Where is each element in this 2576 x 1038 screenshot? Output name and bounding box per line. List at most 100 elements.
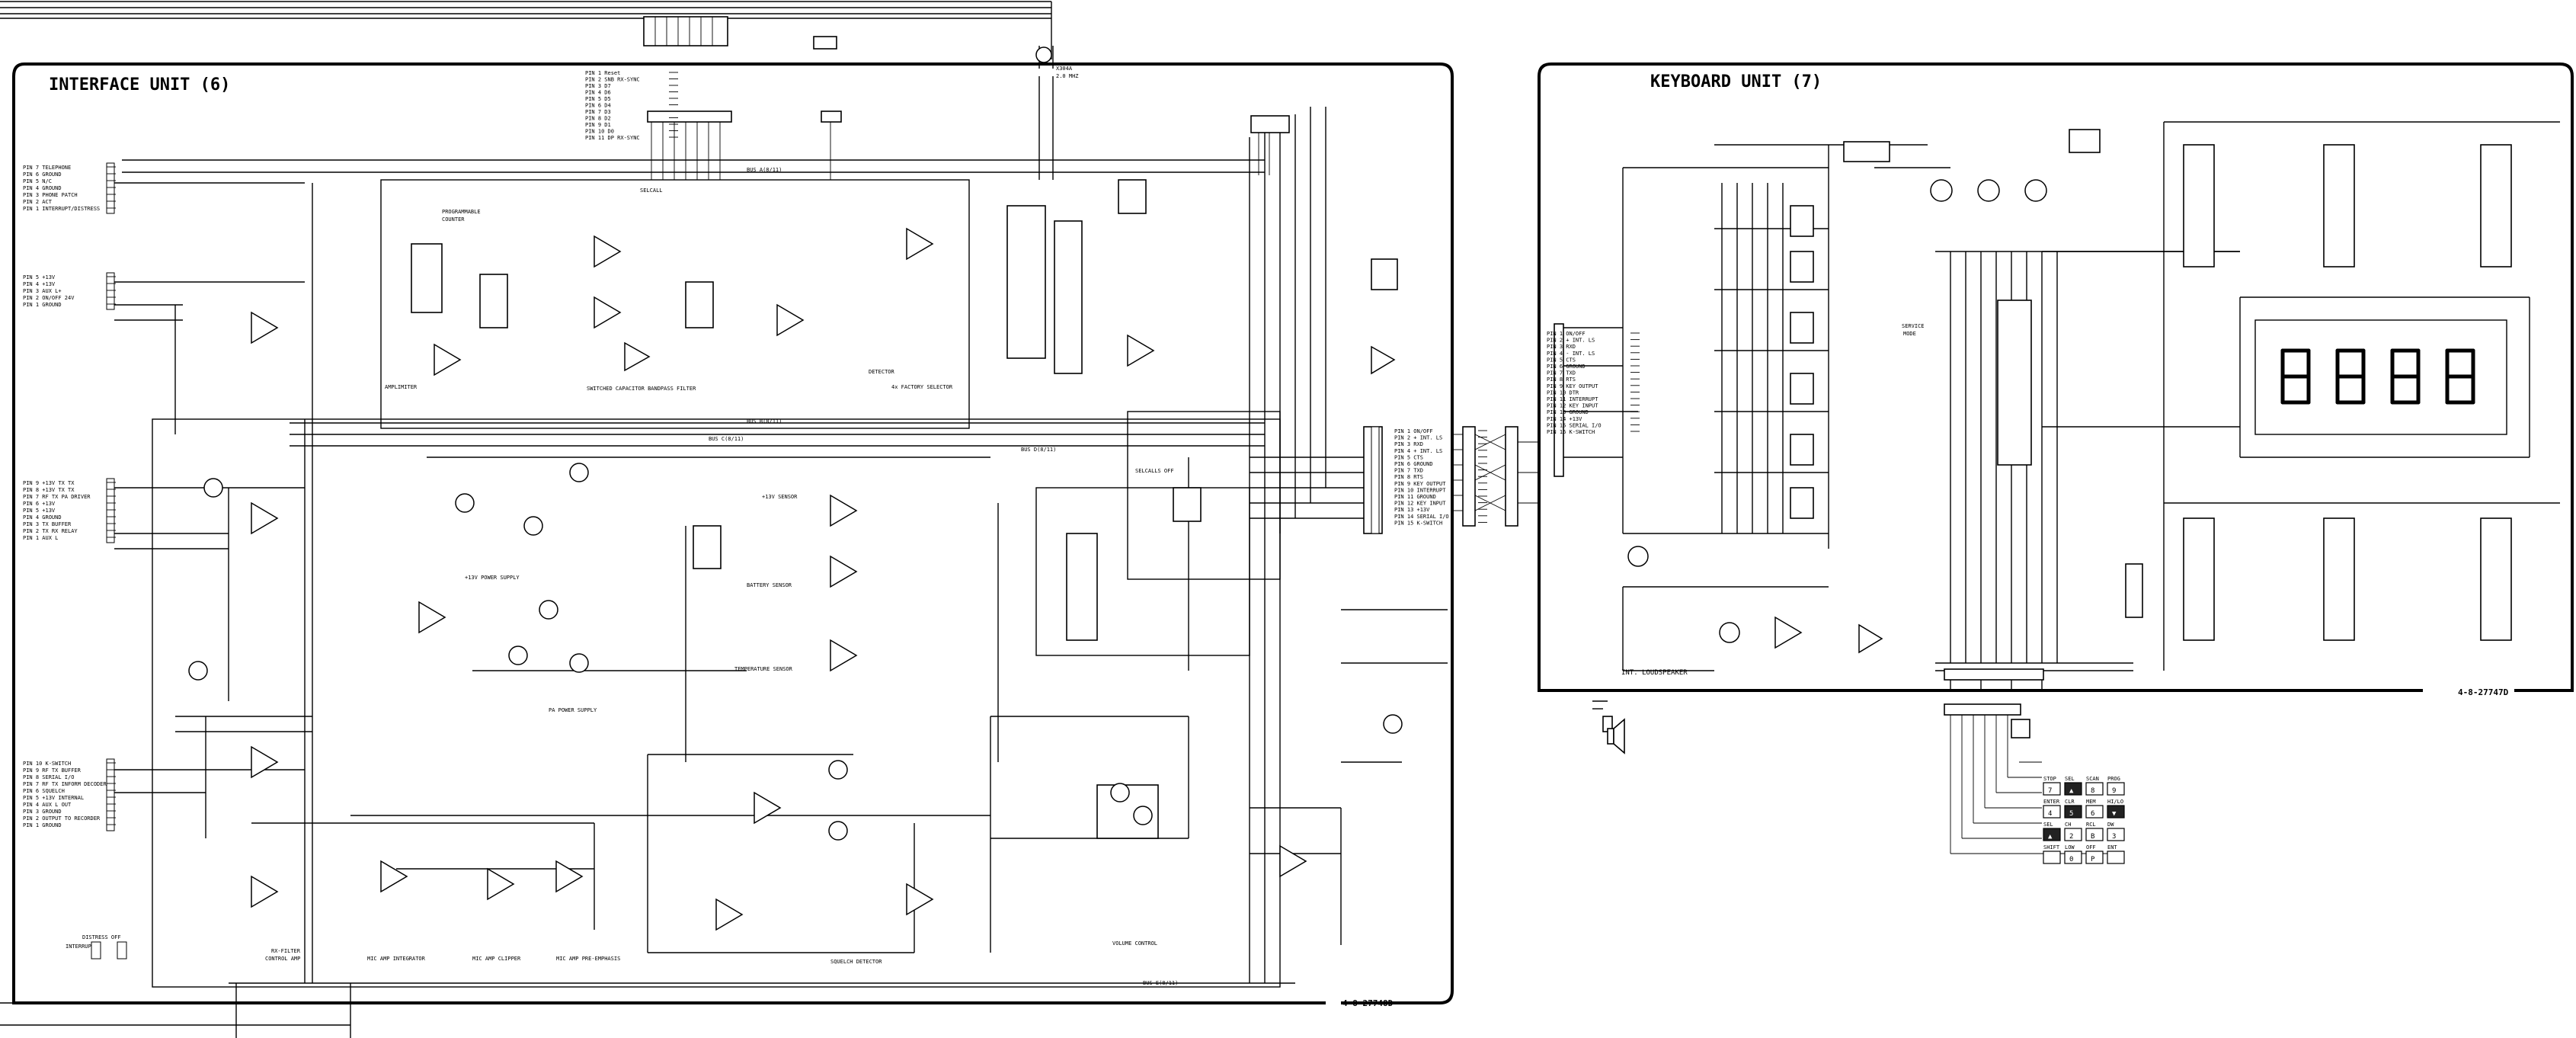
keypad-key-face bbox=[2107, 828, 2125, 841]
keyboard-active-group bbox=[1627, 179, 2047, 654]
interface-drawing-number: 4-8-27748D bbox=[1342, 998, 1394, 1008]
keypad-key-main-label: 7 bbox=[2048, 787, 2052, 795]
right-conn-pin-4: PIN 4 + INT. LS bbox=[1394, 448, 1442, 454]
mcu-ic bbox=[1006, 205, 1046, 359]
tx-pin-3: PIN 7 RF TX PA DRIVER bbox=[23, 494, 91, 500]
display-digit-2 bbox=[2335, 348, 2366, 405]
distress-switch bbox=[91, 941, 101, 960]
keyboard-conn-pin-8: PIN 8 RTS bbox=[1547, 376, 1576, 383]
keypad-key-main-label: ▼ bbox=[2112, 810, 2117, 818]
telephone-pin-4: PIN 4 GROUND bbox=[23, 185, 62, 191]
keypad-key-top-label: SCAN bbox=[2086, 776, 2099, 782]
recorder-pin-3: PIN 8 SERIAL I/O bbox=[23, 774, 74, 780]
mcu-pin-4: PIN 4 D6 bbox=[585, 90, 611, 96]
display-digit-group bbox=[2280, 348, 2475, 405]
service-mode-1: SERVICE bbox=[1902, 323, 1925, 329]
tx-pin-1: PIN 9 +13V TX TX bbox=[23, 480, 75, 486]
recorder-pin-2: PIN 9 RF TX BUFFER bbox=[23, 767, 82, 774]
right-conn-pin-2: PIN 2 + INT. LS bbox=[1394, 435, 1442, 441]
keypad-key-face bbox=[2085, 805, 2104, 819]
block-amplimiter: AMPLIMITER bbox=[385, 384, 418, 390]
right-conn-pin-1: PIN 1 ON/OFF bbox=[1394, 428, 1433, 434]
decoder-ic bbox=[1054, 220, 1083, 374]
keypad-key-main-label: 8 bbox=[2091, 787, 2094, 795]
keyboard-conn-pin-11: PIN 11 INTERRUPT bbox=[1547, 396, 1598, 402]
keypad-key-face bbox=[2064, 851, 2082, 864]
keypad-key-top-label: ENT bbox=[2107, 844, 2117, 851]
tx-pin-6: PIN 4 GROUND bbox=[23, 514, 62, 521]
tx-pin-4: PIN 6 +13V bbox=[23, 501, 56, 507]
keyboard-conn-pin-7: PIN 7 TXD bbox=[1547, 370, 1576, 376]
keypad-key-top-label: OFF bbox=[2086, 844, 2096, 851]
keypad-wiring bbox=[1944, 703, 2110, 854]
block-selcall: SELCALL bbox=[640, 187, 663, 194]
keypad-key: SCAN 8 bbox=[2085, 776, 2104, 796]
recorder-pin-4: PIN 7 RF TX INFORM DECODER bbox=[23, 781, 107, 787]
mcu-pin-1: PIN 1 Reset bbox=[585, 70, 620, 76]
recorder-pin-10: PIN 1 GROUND bbox=[23, 822, 62, 828]
display-driver-1 bbox=[2183, 144, 2215, 268]
keypad-key-main-label: 2 bbox=[2069, 833, 2073, 841]
block-rx-filter-1: RX-FILTER bbox=[271, 948, 301, 954]
crystal-label-2: 2.0 MHZ bbox=[1056, 73, 1079, 79]
bus-label-d: BUS D(8/11) bbox=[1021, 447, 1056, 453]
keypad-key: CLR 5 bbox=[2064, 799, 2082, 819]
block-pa-power: PA POWER SUPPLY bbox=[549, 707, 597, 713]
power-pin-4: PIN 2 ON/OFF 24V bbox=[23, 295, 75, 301]
right-conn-pin-13: PIN 13 +13V bbox=[1394, 507, 1430, 513]
block-mic-integrator: MIC AMP INTEGRATOR bbox=[367, 956, 426, 962]
keypad-key-top-label: DW bbox=[2107, 822, 2114, 828]
keypad-key-face bbox=[2085, 782, 2104, 796]
keypad-key: CH 2 bbox=[2064, 822, 2082, 841]
tx-pin-9: PIN 1 AUX L bbox=[23, 535, 58, 541]
telephone-pin-5: PIN 3 PHONE PATCH bbox=[23, 192, 78, 198]
keyboard-conn-pin-12: PIN 12 KEY INPUT bbox=[1547, 403, 1598, 409]
keypad-key-face bbox=[2085, 851, 2104, 864]
block-power-13v: +13V POWER SUPPLY bbox=[465, 575, 520, 581]
keypad-key-main-label: 4 bbox=[2048, 810, 2052, 818]
keypad-key-face bbox=[2107, 782, 2125, 796]
keypad-key-main-label: B bbox=[2091, 833, 2094, 841]
keyboard-unit-panel bbox=[1538, 62, 2574, 692]
telephone-pin-2: PIN 6 GROUND bbox=[23, 171, 62, 178]
telephone-pin-6: PIN 2 ACT bbox=[23, 199, 53, 205]
keypad-key-face bbox=[2043, 851, 2061, 864]
bus-label-e: BUS E(8/11) bbox=[1143, 980, 1178, 986]
tx-pin-7: PIN 3 TX BUFFER bbox=[23, 521, 72, 527]
service-mode-2: MODE bbox=[1903, 331, 1916, 337]
display-driver-3 bbox=[2480, 144, 2512, 268]
counter-ic-2 bbox=[479, 274, 508, 328]
interface-wiring bbox=[0, 46, 1448, 1038]
right-conn-pin-6: PIN 6 GROUND bbox=[1394, 461, 1433, 467]
keypad-key-top-label: CH bbox=[2065, 822, 2071, 828]
display-driver-6 bbox=[2480, 517, 2512, 641]
display-digit-3 bbox=[2390, 348, 2421, 405]
keypad-key-top-label: MEM bbox=[2086, 799, 2096, 805]
keypad-key-main-label: 5 bbox=[2069, 810, 2073, 818]
relay-ic bbox=[1371, 258, 1398, 290]
recorder-pin-8: PIN 3 GROUND bbox=[23, 809, 62, 815]
bus-label-a: BUS A(8/11) bbox=[747, 167, 782, 173]
keyboard-bottom-header bbox=[1944, 668, 2044, 681]
keypad-key-top-label: CLR bbox=[2065, 799, 2075, 805]
right-conn-pin-5: PIN 5 CTS bbox=[1394, 454, 1423, 460]
keypad-key: DW3 bbox=[2107, 822, 2125, 841]
filter-ic bbox=[685, 281, 714, 328]
keypad-key-top-label: ENTER bbox=[2043, 799, 2060, 805]
block-squelch: SQUELCH DETECTOR bbox=[830, 959, 882, 965]
block-rx-filter-2: CONTROL AMP bbox=[265, 956, 300, 962]
telephone-pin-7: PIN 1 INTERRUPT/DISTRESS bbox=[23, 206, 100, 212]
display-digit-4 bbox=[2445, 348, 2475, 405]
interface-left-connectors bbox=[106, 162, 1380, 831]
crystal-label-1: X304A bbox=[1056, 66, 1073, 72]
keyboard-conn-pin-4: PIN 4 - INT. LS bbox=[1547, 351, 1595, 357]
power-pin-5: PIN 1 GROUND bbox=[23, 302, 62, 308]
mcu-pin-11: PIN 11 DP RX-SYNC bbox=[585, 135, 640, 141]
